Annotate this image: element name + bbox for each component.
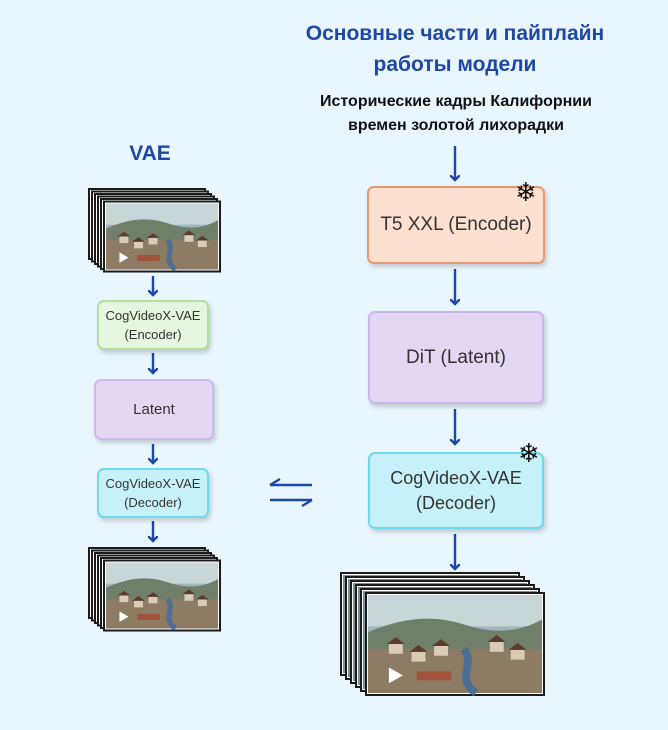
t5-encoder-box: T5 XXL (Encoder)	[367, 186, 545, 264]
t5-encoder-label: T5 XXL (Encoder)	[380, 214, 532, 235]
latent-box: Latent	[94, 379, 214, 440]
decoder-label-line-1: CogVideoX-VAE	[390, 467, 522, 488]
video-frames-stack	[88, 188, 221, 273]
vae-decoder-label-line-1: CogVideoX-VAE	[105, 476, 201, 491]
video-frame	[365, 592, 545, 697]
title-line-1: Основные части и пайплайн	[305, 22, 605, 45]
decoder-label-line-2: (Decoder)	[415, 492, 496, 513]
vae-decoder-label-line-2: (Decoder)	[124, 495, 182, 510]
snowflake-icon: ❄	[518, 438, 540, 468]
vae-encoder-box: CogVideoX-VAE (Encoder)	[97, 300, 209, 350]
swap-arrows-icon	[269, 477, 313, 508]
latent-label: Latent	[133, 401, 175, 418]
dit-box: DiT (Latent)	[368, 311, 544, 404]
snowflake-icon: ❄	[515, 177, 537, 207]
prompt-line-2: времен золотой лихорадки	[347, 117, 565, 134]
cogvideox-decoder-box: CogVideoX-VAE (Decoder)	[368, 452, 544, 529]
title-line-2: работы модели	[373, 53, 537, 76]
dit-label: DiT (Latent)	[406, 346, 506, 368]
text-prompt: Исторические кадры Калифорнии времен зол…	[286, 90, 626, 138]
video-frame	[103, 559, 221, 632]
video-frame	[103, 200, 221, 273]
diagram-title: Основные части и пайплайн работы модели	[250, 18, 660, 80]
vae-decoder-box: CogVideoX-VAE (Decoder)	[97, 468, 209, 518]
video-frames-stack	[340, 572, 545, 697]
vae-encoder-label-line-1: CogVideoX-VAE	[105, 308, 201, 323]
video-frames-stack	[88, 547, 221, 632]
vae-encoder-label-line-2: (Encoder)	[124, 327, 182, 342]
prompt-line-1: Исторические кадры Калифорнии	[320, 93, 592, 110]
vae-label: VAE	[129, 142, 171, 165]
